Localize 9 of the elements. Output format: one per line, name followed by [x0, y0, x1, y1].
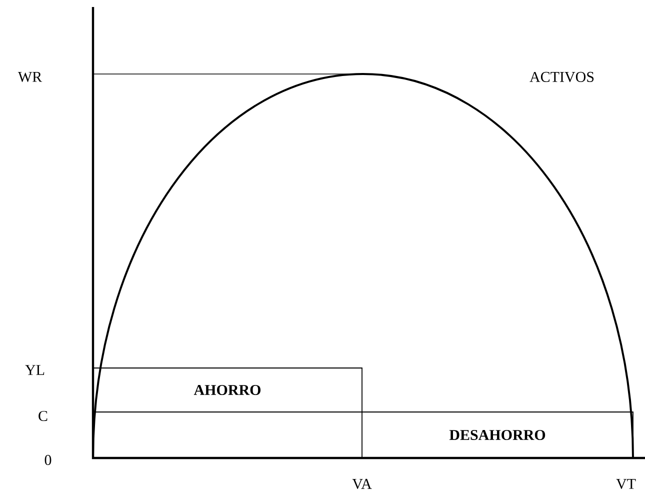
- region-box: DESAHORRO: [362, 412, 634, 458]
- axis-label: YL: [25, 365, 44, 375]
- axis-label: 0: [44, 454, 52, 466]
- axis-label: VT: [616, 478, 636, 489]
- region-box: AHORRO: [92, 368, 362, 412]
- axis-label: WR: [18, 72, 42, 82]
- axis-label: VA: [352, 478, 372, 490]
- axis-label: C: [38, 410, 48, 422]
- curve-label: ACTIVOS: [530, 72, 594, 82]
